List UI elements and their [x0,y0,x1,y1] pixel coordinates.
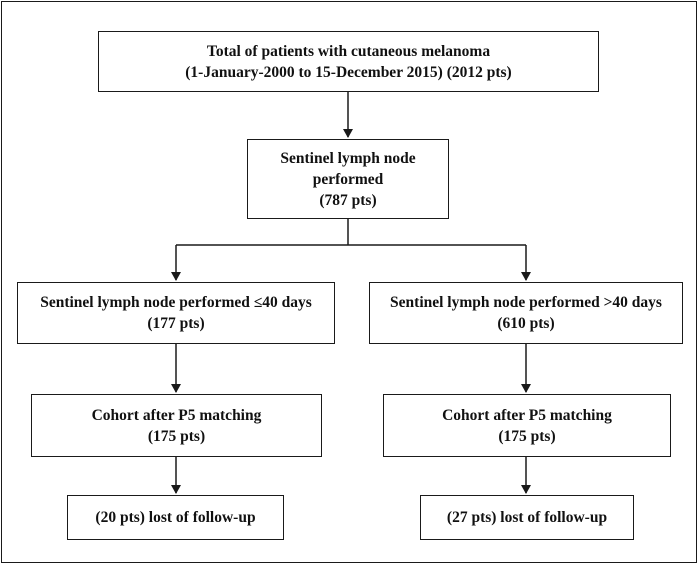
sentinel-node-line2: performed [312,170,384,188]
left-group-box: Sentinel lymph node performed ≤40 days (… [17,282,335,344]
right-cohort-line1: Cohort after P5 matching [442,406,612,424]
sentinel-node-line3: (787 pts) [319,191,377,209]
left-cohort-line1: Cohort after P5 matching [91,406,262,424]
right-cohort-box: Cohort after P5 matching (175 pts) [383,394,671,457]
total-patients-line1: Total of patients with cutaneous melanom… [206,42,491,60]
right-lost-line1: (27 pts) lost of follow-up [446,509,608,526]
right-cohort-line2: (175 pts) [498,427,556,445]
right-lost-box: (27 pts) lost of follow-up [420,495,634,540]
right-group-line1: Sentinel lymph node performed >40 days [390,294,662,311]
right-group-box: Sentinel lymph node performed >40 days (… [369,282,683,344]
total-patients-line2: (1-January-2000 to 15-December 2015) (20… [185,63,512,81]
left-lost-line1: (20 pts) lost of follow-up [95,509,256,526]
left-lost-box: (20 pts) lost of follow-up [67,495,284,540]
right-group-line2: (610 pts) [497,315,555,332]
sentinel-node-box: Sentinel lymph node performed (787 pts) [247,139,449,219]
left-cohort-box: Cohort after P5 matching (175 pts) [31,394,322,457]
left-group-line1: Sentinel lymph node performed ≤40 days [40,294,312,311]
total-patients-box: Total of patients with cutaneous melanom… [98,31,599,92]
left-cohort-line2: (175 pts) [147,427,206,445]
left-group-line2: (177 pts) [147,315,205,332]
sentinel-node-line1: Sentinel lymph node [280,149,416,167]
